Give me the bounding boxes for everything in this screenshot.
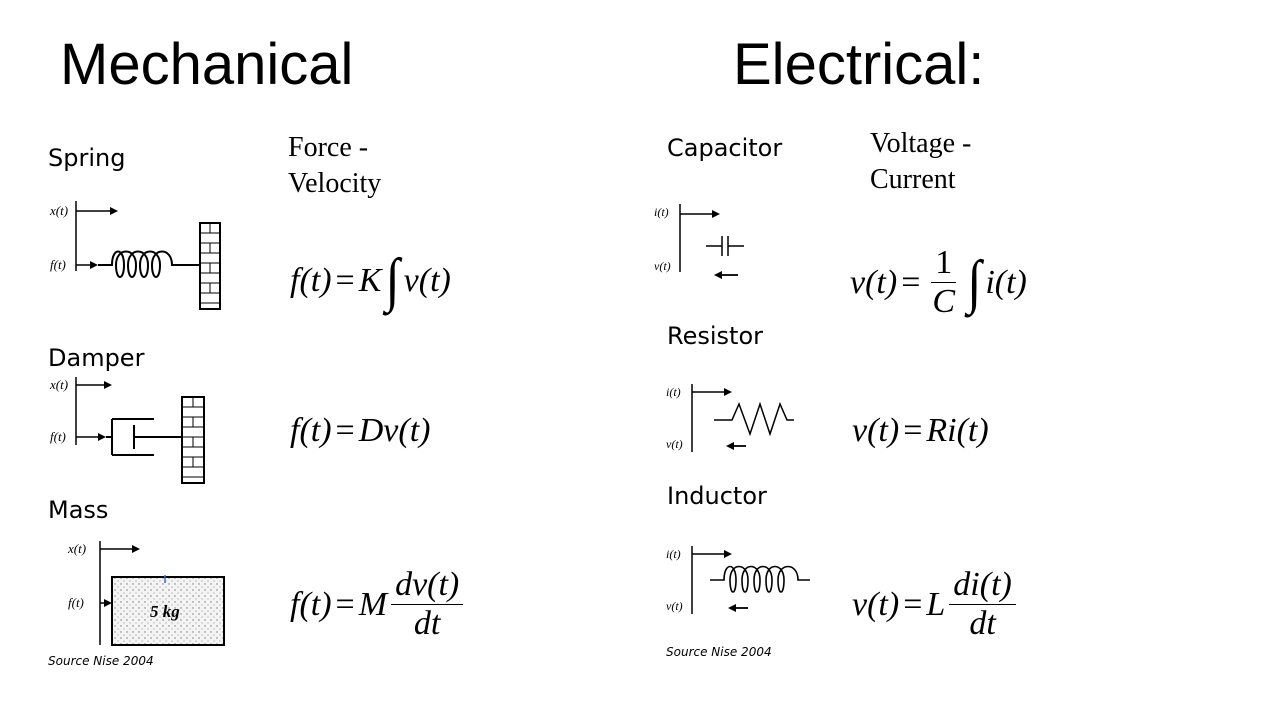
- mass-eq-fraction: dv(t) dt: [391, 568, 464, 642]
- mass-eq-numerator: dv(t): [391, 568, 464, 605]
- capacitor-eq-numerator: 1: [931, 246, 957, 283]
- damper-piston: [106, 418, 182, 456]
- damper-eq-equals: =: [335, 412, 355, 449]
- mass-label: Mass: [48, 496, 109, 524]
- damper-x-label: x(t): [49, 377, 68, 392]
- inductor-eq-lhs: v(t): [852, 585, 900, 623]
- capacitor-v-label: v(t): [654, 259, 671, 273]
- mass-eq-lhs: f(t): [290, 585, 332, 623]
- inductor-coil: [710, 565, 810, 593]
- inductor-label: Inductor: [667, 482, 767, 510]
- spring-eq-integral: ∫: [385, 247, 400, 314]
- spring-equation: f(t) = K ∫ v(t): [290, 251, 451, 311]
- mechanical-source-note: Source Nise 2004: [48, 654, 154, 668]
- resistor-equation: v(t) = Ri(t): [852, 414, 989, 448]
- mechanical-title: Mechanical: [60, 32, 354, 97]
- spring-eq-k: K: [358, 262, 382, 299]
- damper-eq-lhs: f(t): [290, 412, 332, 449]
- force-velocity-line1: Force -: [288, 132, 369, 163]
- mass-eq-denominator: dt: [413, 605, 441, 642]
- capacitor-eq-integral: ∫: [967, 249, 982, 315]
- inductor-diagram: i(t) v(t): [666, 546, 810, 614]
- voltage-current-header: Voltage - Current: [870, 126, 971, 199]
- inductor-eq-numerator: di(t): [949, 568, 1016, 605]
- mass-diagram: x(t) f(t) 5 kg: [67, 541, 225, 646]
- resistor-eq-equals: =: [903, 412, 923, 449]
- inductor-eq-denominator: dt: [969, 605, 996, 642]
- capacitor-eq-equals: =: [901, 263, 921, 301]
- resistor-label: Resistor: [667, 322, 763, 350]
- resistor-diagram: i(t) v(t): [666, 384, 794, 452]
- inductor-eq-l: L: [926, 585, 946, 623]
- capacitor-symbol: [706, 236, 744, 256]
- force-velocity-line2: Velocity: [288, 168, 382, 200]
- inductor-i-label: i(t): [666, 547, 681, 561]
- inductor-eq-equals: =: [903, 585, 923, 623]
- inductor-eq-fraction: di(t) dt: [949, 568, 1016, 641]
- damper-diagram: x(t) f(t): [49, 377, 205, 484]
- capacitor-label: Capacitor: [667, 134, 783, 162]
- spring-f-label: f(t): [50, 257, 66, 272]
- electrical-source-note: Source Nise 2004: [666, 645, 772, 659]
- spring-eq-equals: =: [335, 262, 355, 299]
- mass-eq-equals: =: [335, 585, 355, 623]
- mass-block: [111, 576, 225, 646]
- force-velocity-header: Force - Velocity: [288, 130, 381, 203]
- spring-diagram: x(t) f(t): [49, 201, 221, 310]
- damper-f-label: f(t): [50, 429, 66, 444]
- electrical-title: Electrical:: [733, 32, 985, 97]
- mass-value-label: 5 kg: [150, 602, 180, 621]
- spring-eq-rhs: v(t): [403, 262, 451, 299]
- inductor-equation: v(t) = L di(t) dt: [852, 568, 1020, 641]
- voltage-current-line2: Current: [870, 164, 956, 196]
- resistor-eq-rhs: Ri(t): [926, 412, 989, 449]
- resistor-i-label: i(t): [666, 385, 681, 399]
- capacitor-eq-fraction: 1 C: [928, 246, 959, 319]
- mass-eq-m: M: [358, 585, 388, 623]
- mass-x-label: x(t): [67, 541, 86, 556]
- capacitor-i-label: i(t): [654, 205, 669, 219]
- capacitor-eq-denominator: C: [932, 283, 956, 320]
- spring-coil: [98, 250, 200, 278]
- spring-x-label: x(t): [49, 203, 68, 218]
- resistor-symbol: [714, 401, 794, 437]
- damper-equation: f(t) = Dv(t): [290, 414, 430, 448]
- mass-f-label: f(t): [68, 595, 84, 610]
- damper-eq-rhs: Dv(t): [358, 412, 431, 449]
- voltage-current-line1: Voltage -: [870, 128, 972, 159]
- damper-label: Damper: [48, 344, 145, 372]
- capacitor-eq-rhs: i(t): [985, 263, 1027, 301]
- mass-equation: f(t) = M dv(t) dt: [290, 568, 467, 641]
- capacitor-equation: v(t) = 1 C ∫ i(t): [850, 246, 1027, 319]
- capacitor-eq-lhs: v(t): [850, 263, 898, 301]
- resistor-eq-lhs: v(t): [852, 412, 900, 449]
- resistor-v-label: v(t): [666, 437, 683, 451]
- spring-label: Spring: [48, 144, 126, 172]
- spring-eq-lhs: f(t): [290, 262, 332, 299]
- capacitor-diagram: i(t) v(t): [654, 204, 744, 279]
- inductor-v-label: v(t): [666, 599, 683, 613]
